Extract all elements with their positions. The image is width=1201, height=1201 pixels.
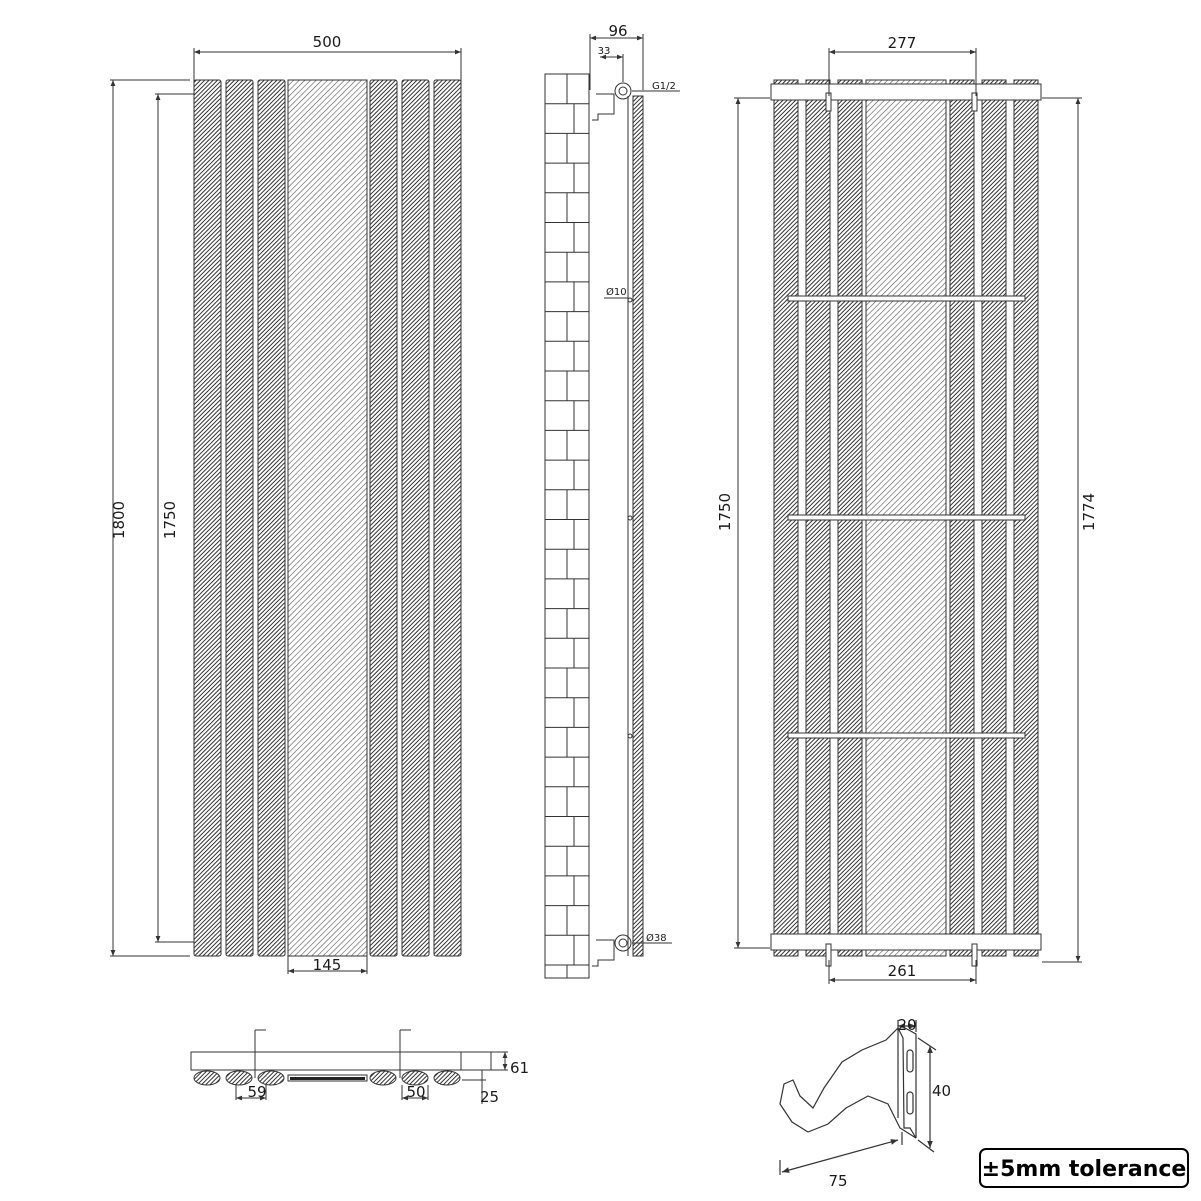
bracket-width-label: 20 — [897, 1016, 916, 1034]
top-view — [190, 1029, 508, 1104]
front-center-width-label: 145 — [313, 956, 342, 974]
front-height-label: 1800 — [110, 501, 128, 539]
front-width-label: 500 — [313, 33, 342, 51]
tolerance-label: ±5mm tolerance — [982, 1157, 1187, 1182]
side-radiator-panel — [632, 95, 644, 957]
side-depth-label: 96 — [608, 22, 627, 40]
wall-bracket — [779, 1020, 937, 1175]
top-view-bar — [190, 1051, 492, 1071]
rear-bottom-width-label: 261 — [888, 962, 917, 980]
bracket-height-label: 40 — [932, 1082, 951, 1100]
rear-headers — [770, 83, 1042, 967]
side-thread-label: G1/2 — [652, 81, 676, 92]
bracket-reach-label: 75 — [828, 1172, 847, 1190]
rear-view — [734, 48, 1082, 984]
side-view — [544, 34, 680, 979]
rear-top-width-label: 277 — [888, 34, 917, 52]
front-tubes — [193, 79, 462, 957]
front-inner-height-label: 1750 — [161, 501, 179, 539]
top-tube-depth-label: 25 — [480, 1088, 499, 1106]
top-left-spacing-label: 59 — [247, 1083, 266, 1101]
rear-right-height-label: 1774 — [1080, 493, 1098, 531]
rear-left-height-label: 1750 — [716, 493, 734, 531]
side-pipe-label: Ø38 — [646, 932, 667, 944]
side-pin-label: Ø10 — [606, 286, 627, 298]
top-depth-label: 61 — [510, 1059, 529, 1077]
front-view — [110, 48, 462, 974]
tolerance-badge: ±5mm tolerance — [979, 1148, 1189, 1188]
side-offset-label: 33 — [598, 46, 611, 57]
bottom-connector — [614, 934, 632, 952]
wall-bricks — [544, 73, 590, 979]
top-right-spacing-label: 50 — [406, 1083, 425, 1101]
top-connector — [614, 82, 632, 100]
